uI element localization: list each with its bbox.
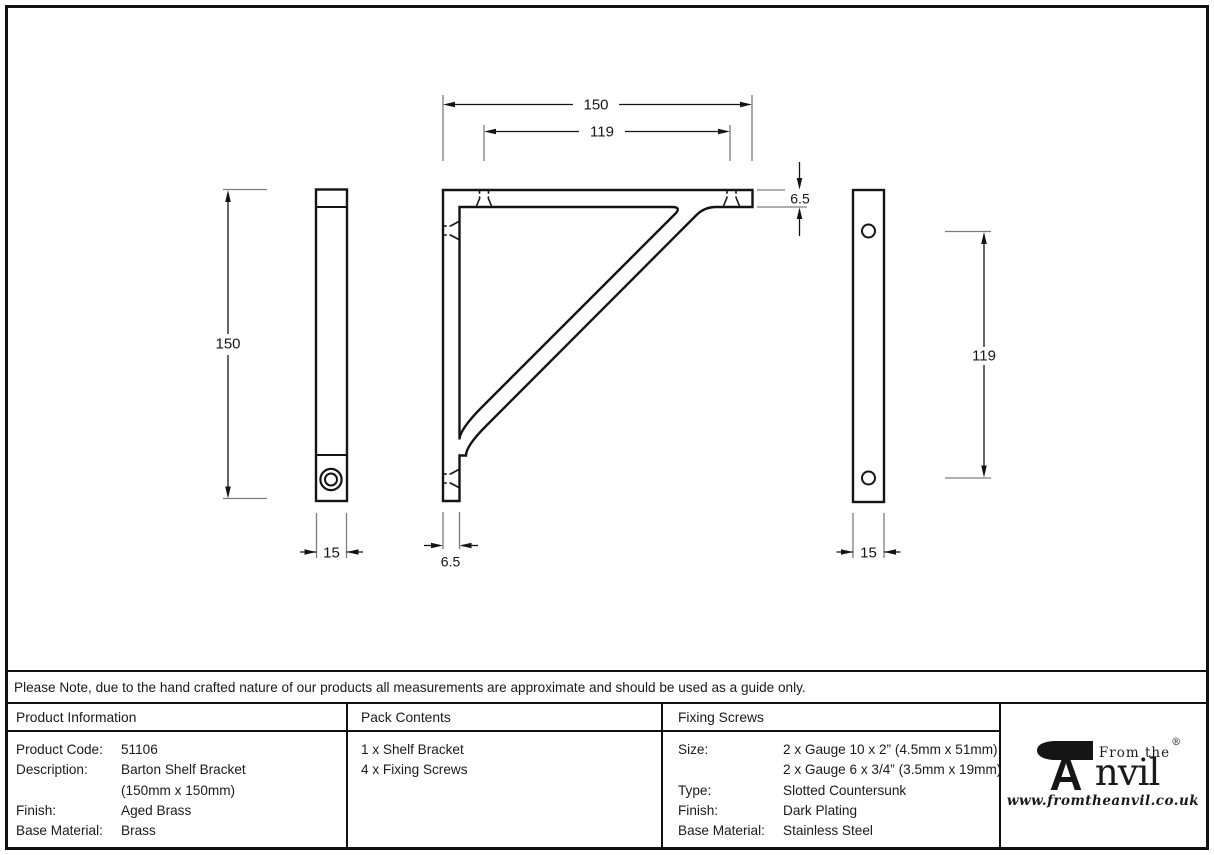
row-value: Barton Shelf Bracket <box>121 762 246 778</box>
dim-left-width: 15 <box>323 545 340 562</box>
header-pack-contents: Pack Contents <box>361 710 451 725</box>
measurement-note: Please Note, due to the hand crafted nat… <box>14 680 806 695</box>
row-value: Stainless Steel <box>783 823 873 839</box>
list-item: 1 x Shelf Bracket <box>361 742 464 757</box>
right-view-dim-width: 15 <box>836 513 901 562</box>
row-value: 51106 <box>121 742 158 757</box>
dim-front-holes: 119 <box>590 124 614 141</box>
list-item: 4 x Fixing Screws <box>361 762 468 778</box>
left-view <box>314 188 349 503</box>
column-divider-3 <box>999 702 1002 847</box>
row-label: Product Code: <box>16 742 103 757</box>
table-row: Finish: Aged Brass <box>16 801 341 821</box>
row-value: 2 x Gauge 10 x 2” (4.5mm x 51mm) <box>783 742 998 757</box>
from-the-anvil-logo: A From the nvil ® www.fromtheanvil.co.uk <box>1002 737 1204 809</box>
front-dim-upright-thickness: 6.5 <box>424 512 478 570</box>
hole-bottom <box>861 470 876 486</box>
table-row: 2 x Gauge 6 x 3/4” (3.5mm x 19mm) <box>678 760 1002 780</box>
row-value: Aged Brass <box>121 802 192 818</box>
column-divider-1 <box>346 702 349 847</box>
row-label: Finish: <box>678 802 719 818</box>
brand-name-rest: nvil <box>1094 751 1160 794</box>
row-label <box>16 781 121 801</box>
left-view-dim-height: 150 <box>215 188 267 500</box>
dim-front-width: 150 <box>583 97 608 114</box>
screw-hole-upright-bottom <box>443 468 460 489</box>
right-view <box>851 188 886 504</box>
technical-drawing: 150 15 <box>215 95 996 570</box>
countersunk-hole <box>319 467 343 492</box>
sheet-border <box>5 5 1209 850</box>
table-row: Base Material: Stainless Steel <box>678 821 1000 841</box>
product-information-cell: Product Code: 51106 Description: Barton … <box>16 740 341 841</box>
row-label: Base Material: <box>678 823 765 839</box>
table-row: Description: Barton Shelf Bracket <box>16 760 341 780</box>
hole-top <box>861 223 876 239</box>
row-value: 2 x Gauge 6 x 3/4” (3.5mm x 19mm) <box>783 762 1002 778</box>
header-underline <box>8 729 1000 732</box>
row-label <box>678 760 783 780</box>
pack-contents-cell: 1 x Shelf Bracket 4 x Fixing Screws <box>361 740 656 781</box>
row-label: Description: <box>16 762 88 778</box>
divider-drawing-note <box>8 670 1206 673</box>
row-label: Type: <box>678 782 712 798</box>
brand-mark: A From the nvil ® <box>1036 737 1181 800</box>
dim-left-height: 150 <box>215 336 240 353</box>
screw-hole-arm-left <box>475 190 493 207</box>
table-row: Base Material: Brass <box>16 821 341 841</box>
header-fixing-screws: Fixing Screws <box>678 710 764 725</box>
front-dim-width: 150 <box>442 95 753 161</box>
anvil-icon: A <box>1036 740 1094 800</box>
row-value: Slotted Countersunk <box>783 782 907 798</box>
right-view-dim-holes: 119 <box>945 230 996 479</box>
row-value: Dark Plating <box>783 802 858 818</box>
brand-tagline: From the <box>1098 745 1171 761</box>
header-product-information: Product Information <box>16 710 137 725</box>
brand-letter-a: A <box>1049 748 1082 790</box>
registered-mark: ® <box>1171 737 1182 748</box>
brand-url: www.fromtheanvil.co.uk <box>1006 793 1200 809</box>
table-row: Type: Slotted Countersunk <box>678 781 1000 801</box>
table-row: Size: 2 x Gauge 10 x 2” (4.5mm x 51mm) <box>678 740 1000 760</box>
dim-right-holes: 119 <box>972 348 996 365</box>
table-row: Product Code: 51106 <box>16 740 341 760</box>
table-row: (150mm x 150mm) <box>16 781 341 801</box>
fixing-screws-cell: Size: 2 x Gauge 10 x 2” (4.5mm x 51mm) 2… <box>678 740 1002 841</box>
front-view <box>441 188 754 503</box>
dim-right-width: 15 <box>860 545 877 562</box>
table-row: Finish: Dark Plating <box>678 801 1000 821</box>
dim-upright-thickness: 6.5 <box>441 554 461 570</box>
left-view-dim-width: 15 <box>300 513 363 562</box>
divider-note-table <box>8 702 1206 705</box>
screw-hole-upright-top <box>443 220 460 241</box>
row-value: Brass <box>121 823 156 839</box>
row-label: Size: <box>678 742 709 757</box>
row-value: (150mm x 150mm) <box>121 782 236 798</box>
dim-arm-thickness: 6.5 <box>790 191 810 207</box>
row-label: Base Material: <box>16 823 103 839</box>
front-dim-holes: 119 <box>483 124 731 161</box>
column-divider-2 <box>661 702 664 847</box>
bracket-outline <box>441 188 754 503</box>
screw-hole-arm-right <box>722 190 741 207</box>
front-dim-arm-thickness: 6.5 <box>757 162 810 236</box>
row-label: Finish: <box>16 802 57 818</box>
